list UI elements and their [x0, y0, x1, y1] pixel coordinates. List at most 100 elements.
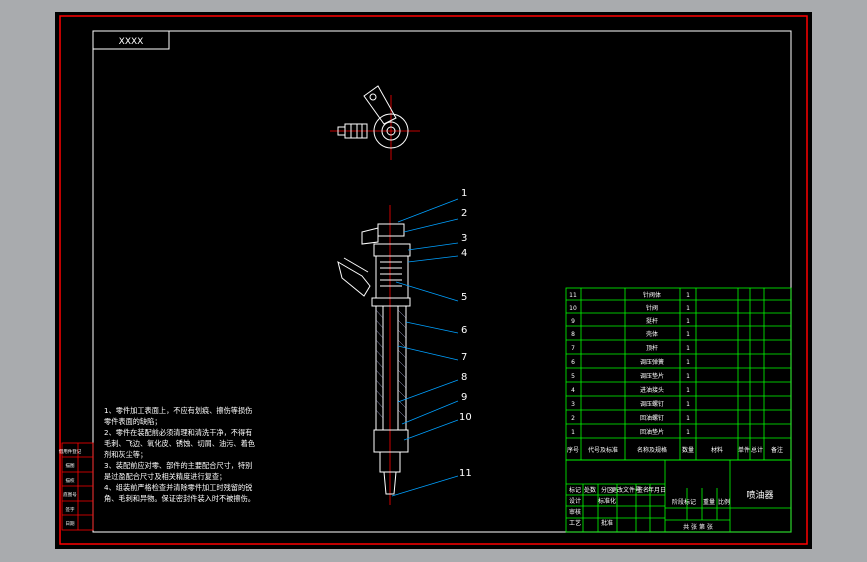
svg-text:8: 8: [571, 331, 575, 338]
balloon-3: 3: [461, 233, 467, 244]
svg-text:更改文件号: 更改文件号: [611, 486, 641, 494]
top-view: [330, 85, 420, 160]
bom-header: 序号 代号及标准 名称及规格 数量 材料 单件 总计 备注: [567, 446, 783, 454]
svg-text:挺杆: 挺杆: [646, 317, 658, 325]
svg-text:名称及规格: 名称及规格: [637, 446, 667, 454]
note-line: 4、组装前严格检查并清除零件加工时残留的锐: [104, 483, 252, 492]
margin-label: 底图号: [63, 491, 77, 498]
svg-text:审核: 审核: [569, 508, 581, 516]
margin-label: 描校: [66, 477, 75, 484]
svg-text:调压螺钉: 调压螺钉: [640, 400, 664, 408]
bom-row: 1 回油垫片 1: [571, 428, 690, 436]
balloon-5: 5: [461, 292, 467, 303]
note-line: 角、毛刺和异物。保证密封件装入时不被擦伤。: [104, 494, 255, 503]
note-line: 2、零件在装配前必须清理和清洗干净，不得有: [104, 428, 252, 437]
margin-label: 借用件登记: [59, 448, 82, 455]
drawing-sheet: [55, 12, 812, 549]
svg-text:5: 5: [571, 373, 575, 380]
note-line: 是过盈配合尺寸及相关精度进行复查；: [104, 472, 226, 481]
svg-text:11: 11: [569, 292, 577, 299]
svg-text:进油接头: 进油接头: [640, 386, 664, 394]
svg-text:回油螺钉: 回油螺钉: [640, 414, 664, 422]
technical-notes: 1、零件加工表面上，不应有划痕、擦伤等损伤 零件表面的缺陷； 2、零件在装配前必…: [104, 406, 255, 503]
note-line: 3、装配前应对零、部件的主要配合尺寸，特别: [104, 461, 252, 470]
svg-text:共 张 第 张: 共 张 第 张: [683, 523, 713, 531]
svg-text:针阀体: 针阀体: [643, 291, 661, 299]
balloon-11: 11: [459, 468, 472, 479]
svg-text:总计: 总计: [751, 446, 763, 454]
svg-text:1: 1: [686, 318, 690, 325]
svg-text:4: 4: [571, 387, 575, 394]
svg-text:调压垫片: 调压垫片: [640, 372, 664, 380]
margin-labels: 借用件登记 描图 描校 底图号 签字 日期: [59, 448, 82, 527]
leader-lines: [391, 198, 459, 497]
svg-text:工艺: 工艺: [569, 519, 581, 527]
svg-text:年月日: 年月日: [648, 486, 666, 494]
balloon-2: 2: [461, 208, 467, 219]
note-line: 零件表面的缺陷；: [104, 417, 162, 426]
svg-text:1: 1: [686, 373, 690, 380]
margin-table: [61, 442, 94, 531]
svg-text:阶段标记: 阶段标记: [672, 498, 696, 506]
svg-text:分区: 分区: [601, 486, 613, 494]
svg-text:3: 3: [571, 401, 575, 408]
svg-text:1: 1: [686, 345, 690, 352]
svg-text:标记: 标记: [569, 486, 581, 494]
svg-text:6: 6: [571, 359, 575, 366]
svg-text:1: 1: [571, 429, 575, 436]
balloon-10: 10: [459, 412, 472, 423]
svg-text:10: 10: [569, 305, 577, 312]
label-box: [92, 30, 170, 50]
svg-text:设计: 设计: [569, 497, 581, 505]
balloon-7: 7: [461, 352, 467, 363]
svg-text:2: 2: [571, 415, 575, 422]
bom-row: 5 调压垫片 1: [571, 372, 690, 380]
balloon-8: 8: [461, 372, 467, 383]
title-block: [565, 459, 792, 533]
balloon-6: 6: [461, 325, 467, 336]
svg-text:1: 1: [686, 359, 690, 366]
svg-text:回油垫片: 回油垫片: [640, 428, 664, 436]
svg-text:1: 1: [686, 387, 690, 394]
svg-text:批准: 批准: [601, 519, 613, 527]
inner-border: [92, 30, 792, 533]
svg-text:针阀: 针阀: [646, 304, 658, 312]
balloon-1: 1: [461, 188, 467, 199]
margin-label: 签字: [66, 506, 75, 513]
svg-text:标准化: 标准化: [598, 497, 616, 505]
label-box-text: XXXX: [119, 37, 144, 47]
section-view: [337, 205, 411, 505]
balloon-9: 9: [461, 392, 467, 403]
svg-text:序号: 序号: [567, 446, 579, 454]
svg-text:壳体: 壳体: [646, 330, 658, 338]
svg-text:签名: 签名: [637, 486, 649, 494]
bom-row: 6 调压弹簧 1: [571, 358, 690, 366]
svg-text:单件: 单件: [738, 446, 750, 454]
title-block-text: 喷油器 标记 处数 分区 更改文件号 签名 年月日 设计 标准化 审核 工艺 批…: [569, 486, 774, 531]
svg-text:1: 1: [686, 429, 690, 436]
svg-text:1: 1: [686, 305, 690, 312]
note-line: 1、零件加工表面上，不应有划痕、擦伤等损伤: [104, 406, 252, 415]
svg-text:处数: 处数: [584, 486, 596, 494]
margin-label: 日期: [66, 521, 75, 527]
svg-text:7: 7: [571, 345, 575, 352]
svg-text:比例: 比例: [718, 498, 730, 506]
svg-text:顶杆: 顶杆: [646, 344, 658, 352]
balloon-4: 4: [461, 248, 467, 259]
bom-row: 10 针阀 1: [569, 304, 690, 312]
bom-table: [565, 287, 792, 461]
note-line: 毛刺、飞边、氧化皮、锈蚀、切屑、油污、着色: [104, 439, 255, 448]
svg-text:数量: 数量: [682, 446, 694, 454]
bom-row: 11 针阀体 1: [569, 291, 690, 299]
drawing-name: 喷油器: [746, 489, 773, 501]
svg-text:1: 1: [686, 292, 690, 299]
balloons: 1 2 3 4 5 6 7 8 9 10 11: [459, 188, 472, 479]
svg-text:调压弹簧: 调压弹簧: [640, 358, 664, 366]
margin-label: 描图: [66, 462, 75, 469]
